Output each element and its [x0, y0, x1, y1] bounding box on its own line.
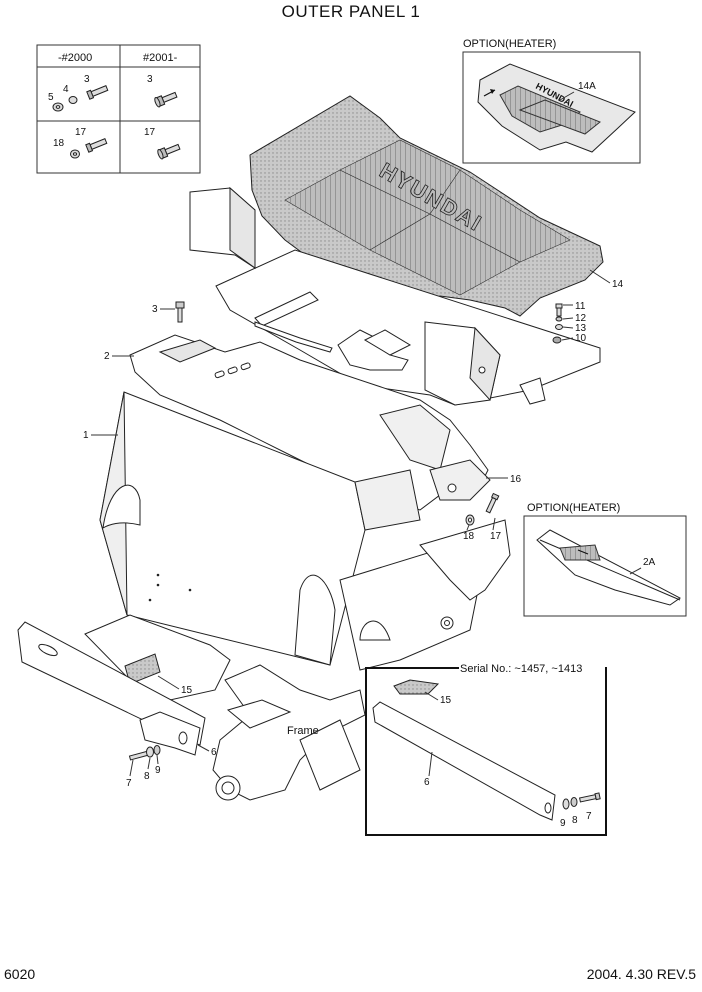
option-heater-top-part: 14A	[578, 81, 596, 92]
serial-box-title: Serial No.: ~1457, ~1413	[460, 663, 582, 675]
callout-9: 9	[155, 765, 161, 776]
callout-7: 7	[126, 778, 132, 789]
fasteners	[128, 301, 563, 761]
floor-mat: HYUNDAI	[249, 95, 604, 317]
table-r1c2-label-3: 3	[147, 74, 153, 85]
panel-sheets	[189, 186, 601, 406]
cross-panel	[129, 334, 491, 511]
front-panel	[99, 391, 421, 666]
page-number: 6020	[4, 966, 36, 982]
callout-16: 16	[510, 474, 522, 485]
serial-box-part-6: 6	[424, 777, 430, 788]
callouts: 14 11 12 13 10 3 2 1 16 17 18 15 6 7 8 9	[83, 269, 624, 789]
callout-12: 12	[575, 313, 587, 324]
frame-label: Frame	[287, 725, 319, 737]
page-title: OUTER PANEL 1	[281, 2, 421, 21]
callout-17: 17	[490, 531, 502, 542]
table-r1c1-label-5: 5	[48, 92, 54, 103]
option-heater-top-box: OPTION(HEATER) HYUNDAI 14A	[462, 38, 641, 164]
callout-2: 2	[104, 351, 110, 362]
callout-6: 6	[211, 747, 217, 758]
callout-3: 3	[152, 304, 158, 315]
callout-8: 8	[144, 771, 150, 782]
serial-box-part-9: 9	[560, 818, 566, 829]
serial-box-part-7: 7	[586, 811, 592, 822]
callout-14: 14	[612, 279, 624, 290]
serial-box: Serial No.: ~1457, ~1413 15 6 9 8 7	[365, 660, 607, 836]
callout-11: 11	[575, 301, 586, 312]
serial-box-part-15: 15	[440, 695, 452, 706]
table-r2c2-label-17: 17	[144, 127, 156, 138]
table-r2c1-label-18: 18	[53, 138, 65, 149]
table-r1c1-label-3: 3	[84, 74, 90, 85]
table-r2c1-label-17: 17	[75, 127, 87, 138]
option-heater-right-box: OPTION(HEATER) 2A	[523, 502, 687, 617]
callout-1: 1	[83, 430, 89, 441]
side-cover	[17, 614, 231, 756]
table-header-col2: #2001-	[143, 52, 178, 64]
table-r1c1-label-4: 4	[63, 84, 69, 95]
callout-13: 13	[575, 323, 587, 334]
callout-10: 10	[575, 333, 587, 344]
serial-table: -#2000 #2001- 5 4 3 3 18 17 17	[36, 44, 201, 174]
frame	[212, 519, 511, 801]
table-header-col1: -#2000	[58, 52, 92, 64]
revision-date: 2004. 4.30 REV.5	[586, 966, 696, 982]
option-heater-top-title: OPTION(HEATER)	[463, 38, 556, 50]
option-heater-right-part: 2A	[643, 557, 656, 568]
option-heater-right-title: OPTION(HEATER)	[527, 502, 620, 514]
callout-15: 15	[181, 685, 193, 696]
callout-18: 18	[463, 531, 475, 542]
serial-box-part-8: 8	[572, 815, 578, 826]
